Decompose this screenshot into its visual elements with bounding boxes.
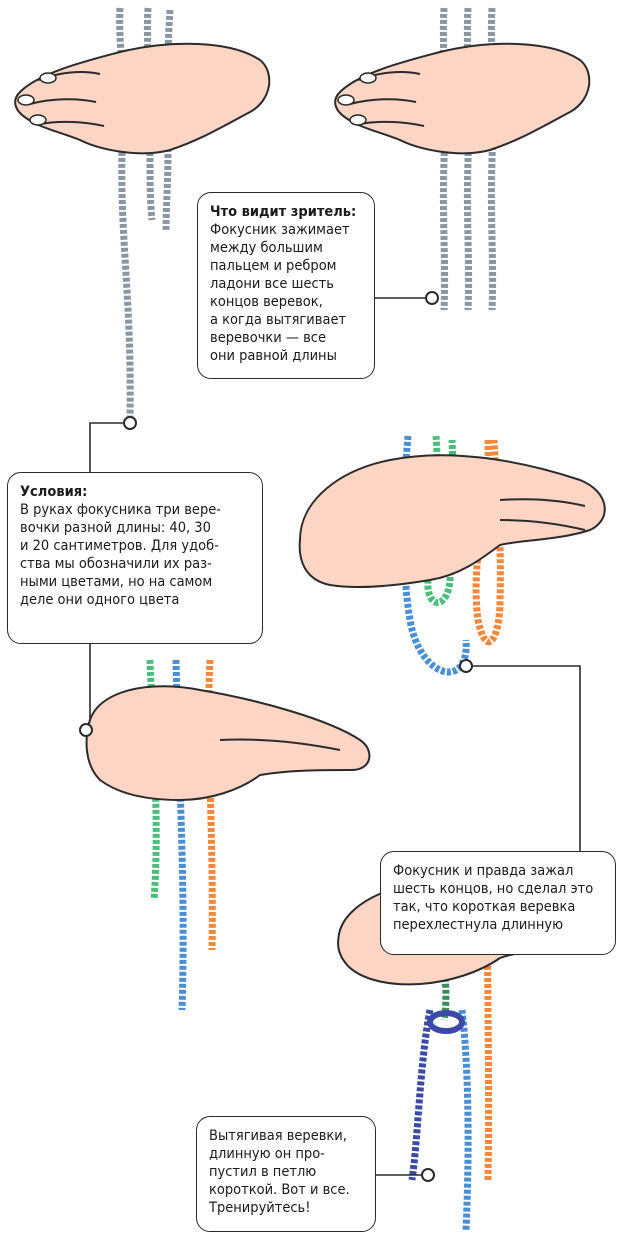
callout-text: Фокусник зажимает между большим пальцем … <box>210 221 362 365</box>
callout-heading: Что видит зритель: <box>210 203 362 221</box>
hand-3 <box>300 455 605 587</box>
callout-viewer-sees: Что видит зритель: Фокусник зажимает меж… <box>197 192 375 379</box>
callout-reveal: Фокусник и правда зажал шесть концов, но… <box>380 851 616 955</box>
panel-4-hand-three-ropes <box>87 660 370 1010</box>
callout-text: Вытягивая веревки, длинную он про- пусти… <box>209 1127 363 1217</box>
hand-1 <box>15 44 269 153</box>
panel-3-hand-looped-ropes <box>300 436 605 672</box>
callout-heading: Условия: <box>20 483 250 501</box>
callout-final-step: Вытягивая веревки, длинную он про- пусти… <box>196 1116 376 1232</box>
callout-conditions: Условия: В руках фокусника три вере- воч… <box>7 472 263 644</box>
callout-text: Фокусник и правда зажал шесть концов, но… <box>393 862 603 934</box>
hand-4 <box>87 686 370 800</box>
callout-text: В руках фокусника три вере- вочки разной… <box>20 501 250 609</box>
hand-2 <box>335 44 589 153</box>
